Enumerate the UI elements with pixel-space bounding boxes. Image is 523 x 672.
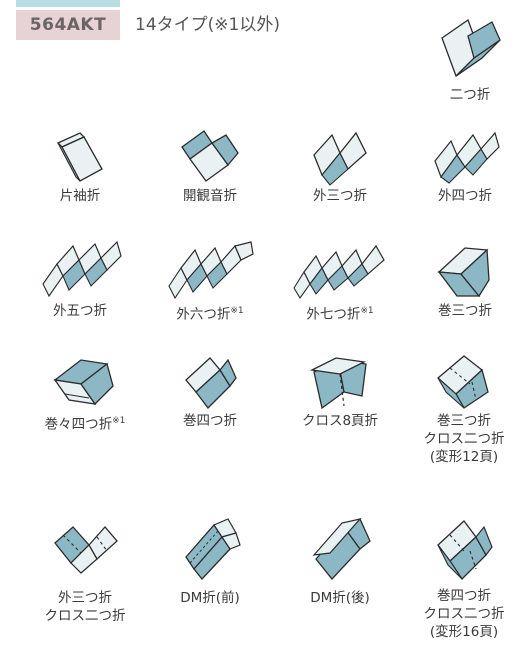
fold-item-z3: 外三つ折 [290, 125, 390, 205]
fold-label: 開観音折 [183, 188, 237, 204]
cross-8-page-fold-icon [309, 357, 367, 410]
fold-label: 外七つ折※1 [306, 306, 374, 323]
fold-label: DM折(前) [180, 590, 240, 606]
fold-label-line3: (変形16頁) [429, 624, 499, 640]
fold-label: 巻四つ折 [437, 588, 491, 604]
z-fold-6-icon [167, 241, 254, 300]
fold-item-dm-back: DM折(後) [285, 515, 395, 607]
fold-label-line3: (変形12頁) [429, 449, 499, 465]
fold-item-z5: 外五つ折 [25, 240, 135, 320]
fold-item-dm-front: DM折(前) [155, 515, 265, 607]
roll-fold-3-icon [437, 247, 490, 298]
type-count-text: 14タイプ(※1以外) [135, 15, 280, 35]
one-sleeve-fold-icon [56, 132, 103, 182]
z-fold-7-icon [293, 244, 385, 300]
fold-item-roll4-cross2: 巻四つ折 クロス二つ折 (変形16頁) [405, 515, 523, 641]
fold-label: 二つ折 [449, 87, 491, 103]
roll-roll-fold-4-icon [53, 359, 114, 406]
fold-label-line2: クロス二つ折 [44, 608, 126, 624]
fold-label: 片袖折 [59, 188, 101, 204]
fold-label: 外四つ折 [438, 188, 492, 204]
fold-label: 外六つ折※1 [176, 306, 244, 323]
fold-item-roll-roll-4: 巻々四つ折※1 [20, 350, 150, 434]
z-fold-5-icon [42, 240, 122, 298]
fold-item-roll3-cross2: 巻三つ折 クロス二つ折 (変形12頁) [405, 350, 523, 466]
dm-fold-front-icon [185, 518, 241, 580]
fold-item-z4: 外四つ折 [410, 125, 520, 205]
dm-fold-back-icon [312, 518, 371, 580]
fold-item-z6: 外六つ折※1 [150, 240, 270, 324]
fold-item-one-sleeve: 片袖折 [30, 125, 130, 205]
fold-label: 巻三つ折 [437, 413, 491, 429]
fold-item-cross8: クロス8頁折 [280, 350, 400, 430]
fold-label: DM折(後) [310, 590, 370, 606]
fold-label: 巻々四つ折※1 [44, 416, 126, 433]
fold-item-z7: 外七つ折※1 [280, 240, 400, 324]
fold-item-open-gate: 開観音折 [155, 125, 265, 205]
fold-label: 巻三つ折 [438, 303, 492, 319]
model-badge: 564AKT [16, 10, 120, 40]
fold-label: 外五つ折 [53, 303, 107, 319]
fold-item-z3-cross2: 外三つ折 クロス二つ折 [25, 515, 145, 625]
open-gate-fold-icon [181, 130, 239, 182]
half-fold-icon [441, 18, 501, 78]
fold-label-line2: クロス二つ折 [423, 606, 505, 622]
roll-fold-4-icon [185, 357, 237, 409]
roll-3-cross-2-fold-icon [437, 355, 489, 409]
fold-label: 巻四つ折 [183, 413, 237, 429]
fold-label: 外三つ折 [313, 188, 367, 204]
fold-label: 外三つ折 [58, 590, 112, 606]
fold-item-roll3: 巻三つ折 [410, 240, 520, 320]
roll-4-cross-2-fold-icon [437, 520, 493, 581]
z-3-cross-2-fold-icon [54, 526, 118, 574]
fold-item-half: 二つ折 [420, 14, 520, 104]
fold-item-roll4: 巻四つ折 [160, 350, 260, 430]
header-accent-strip [16, 0, 120, 7]
fold-label-line2: クロス二つ折 [423, 431, 505, 447]
z-fold-3-icon [313, 131, 367, 186]
fold-label: クロス8頁折 [301, 413, 379, 429]
z-fold-4-icon [434, 131, 500, 184]
